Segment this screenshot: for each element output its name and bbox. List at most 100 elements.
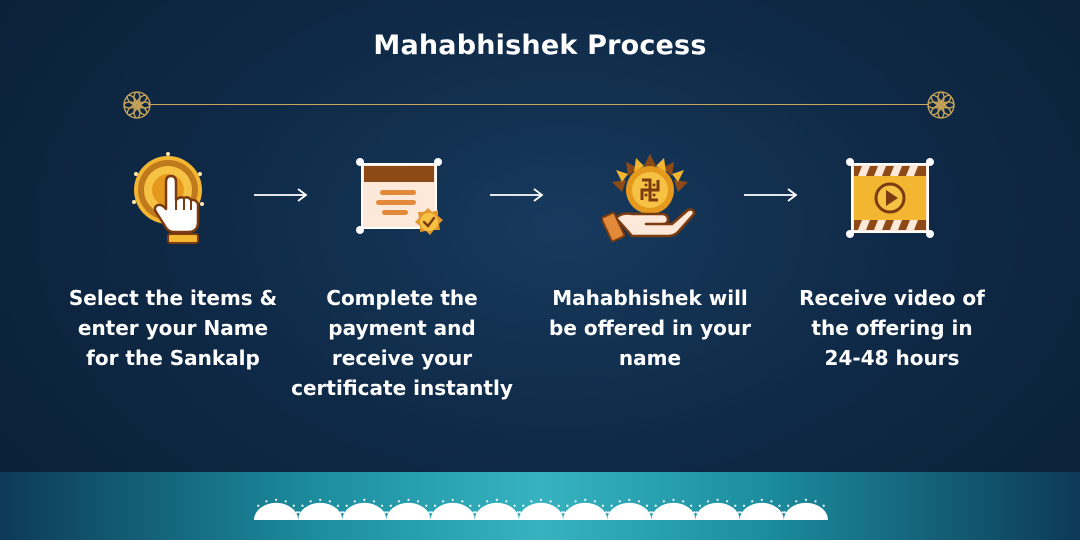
scallop-dot [309, 500, 312, 503]
scallop-dot [618, 500, 621, 503]
scallop-dot [386, 511, 389, 514]
scallop-dot [513, 504, 516, 507]
scallop-dot [574, 500, 577, 503]
scallop-dot [787, 504, 790, 507]
scallop-dot [342, 511, 345, 514]
scallop-dot [693, 511, 696, 514]
scallop-dot [336, 504, 340, 507]
scallop-dot [363, 498, 366, 501]
scallop-dot [645, 504, 649, 507]
scallop-dot [433, 504, 437, 507]
scallop-dot [478, 504, 481, 507]
scallop-dot [607, 511, 610, 514]
scallop-dot [430, 511, 433, 514]
scallop-dot [296, 511, 299, 514]
arrow-right-icon [254, 188, 308, 202]
scallop-dot [649, 511, 652, 514]
scallop-dot [265, 500, 268, 503]
scallop-dot [298, 511, 301, 514]
scallop-border [254, 498, 828, 520]
scallop-dot [651, 511, 654, 514]
arrow-right-icon [490, 188, 544, 202]
scallop-dot [461, 500, 464, 503]
gold-divider [148, 104, 928, 105]
scallop-dot [690, 504, 693, 507]
scallop-dot [770, 500, 773, 503]
scallop-dot [397, 500, 400, 503]
scallop-dot [760, 498, 763, 501]
scallop-dot [566, 504, 569, 507]
scallop-dot [301, 504, 304, 507]
scallop-dot [563, 511, 566, 514]
mandala-icon [123, 91, 151, 119]
scallop-dot [557, 504, 560, 507]
scallop-dot [628, 498, 631, 501]
scallop-dot [417, 500, 420, 503]
scallop-dot [672, 498, 675, 501]
scallop-dot [682, 500, 685, 503]
hand-tap-icon [132, 152, 204, 244]
arrow-right-icon [744, 188, 798, 202]
scallop-dot [662, 500, 665, 503]
scallop-dot [319, 498, 322, 501]
scallop-dot [389, 504, 392, 507]
scallop-shape [254, 502, 828, 520]
scallop-dot [814, 500, 817, 503]
certificate-icon [356, 158, 443, 235]
page-title: Mahabhishek Process [373, 30, 707, 61]
scallop-dot [695, 511, 698, 514]
scallop-dot [442, 500, 445, 503]
scallop-dot [751, 500, 754, 503]
scallop-dot [654, 504, 657, 507]
scallop-dot [781, 511, 784, 514]
scallop-dot [742, 504, 746, 507]
scallop-dot [739, 511, 742, 514]
scallop-dot [783, 511, 787, 514]
scallop-dot [518, 511, 522, 514]
scallop-dot [340, 511, 343, 514]
scallop-dot [637, 500, 640, 503]
scallop-dot [257, 504, 260, 507]
scallop-dot [706, 500, 710, 503]
mandala-icon [927, 91, 955, 119]
scallop-dot [593, 500, 596, 503]
scallop-dot [353, 500, 356, 503]
scallop-dot [275, 498, 278, 501]
scallop-dot [734, 504, 737, 507]
scallop-dot [549, 500, 552, 503]
scallop-dot [292, 504, 295, 507]
scallop-dot [539, 498, 543, 501]
scallop-dot [381, 504, 384, 507]
scallop-dot [726, 500, 729, 503]
scallop-dot [698, 504, 701, 507]
scallop-dot [601, 504, 604, 507]
scallop-dot [737, 511, 740, 514]
scallop-dot [469, 504, 472, 507]
scallop-dot [425, 504, 428, 507]
scallop-dot [778, 504, 781, 507]
scallop-dot [428, 511, 431, 514]
scallop-dot [605, 511, 608, 514]
scallop-dot [716, 498, 719, 501]
scallop-dot [560, 511, 564, 514]
scallop-dot [345, 504, 348, 507]
scallop-dot [474, 511, 477, 514]
scallop-dot [584, 498, 587, 501]
scallop-dot [451, 498, 454, 501]
scallop-dot [284, 500, 287, 503]
scallop-dot [495, 498, 498, 501]
scallop-dot [486, 500, 489, 503]
offering-hand-icon [602, 154, 696, 243]
scallop-dot [804, 498, 808, 501]
scallop-dot [472, 511, 475, 514]
scallop-dot [610, 504, 613, 507]
scallop-dot [505, 500, 508, 503]
scallop-dot [372, 500, 376, 503]
scallop-dot [328, 500, 331, 503]
scallop-dot [522, 504, 525, 507]
